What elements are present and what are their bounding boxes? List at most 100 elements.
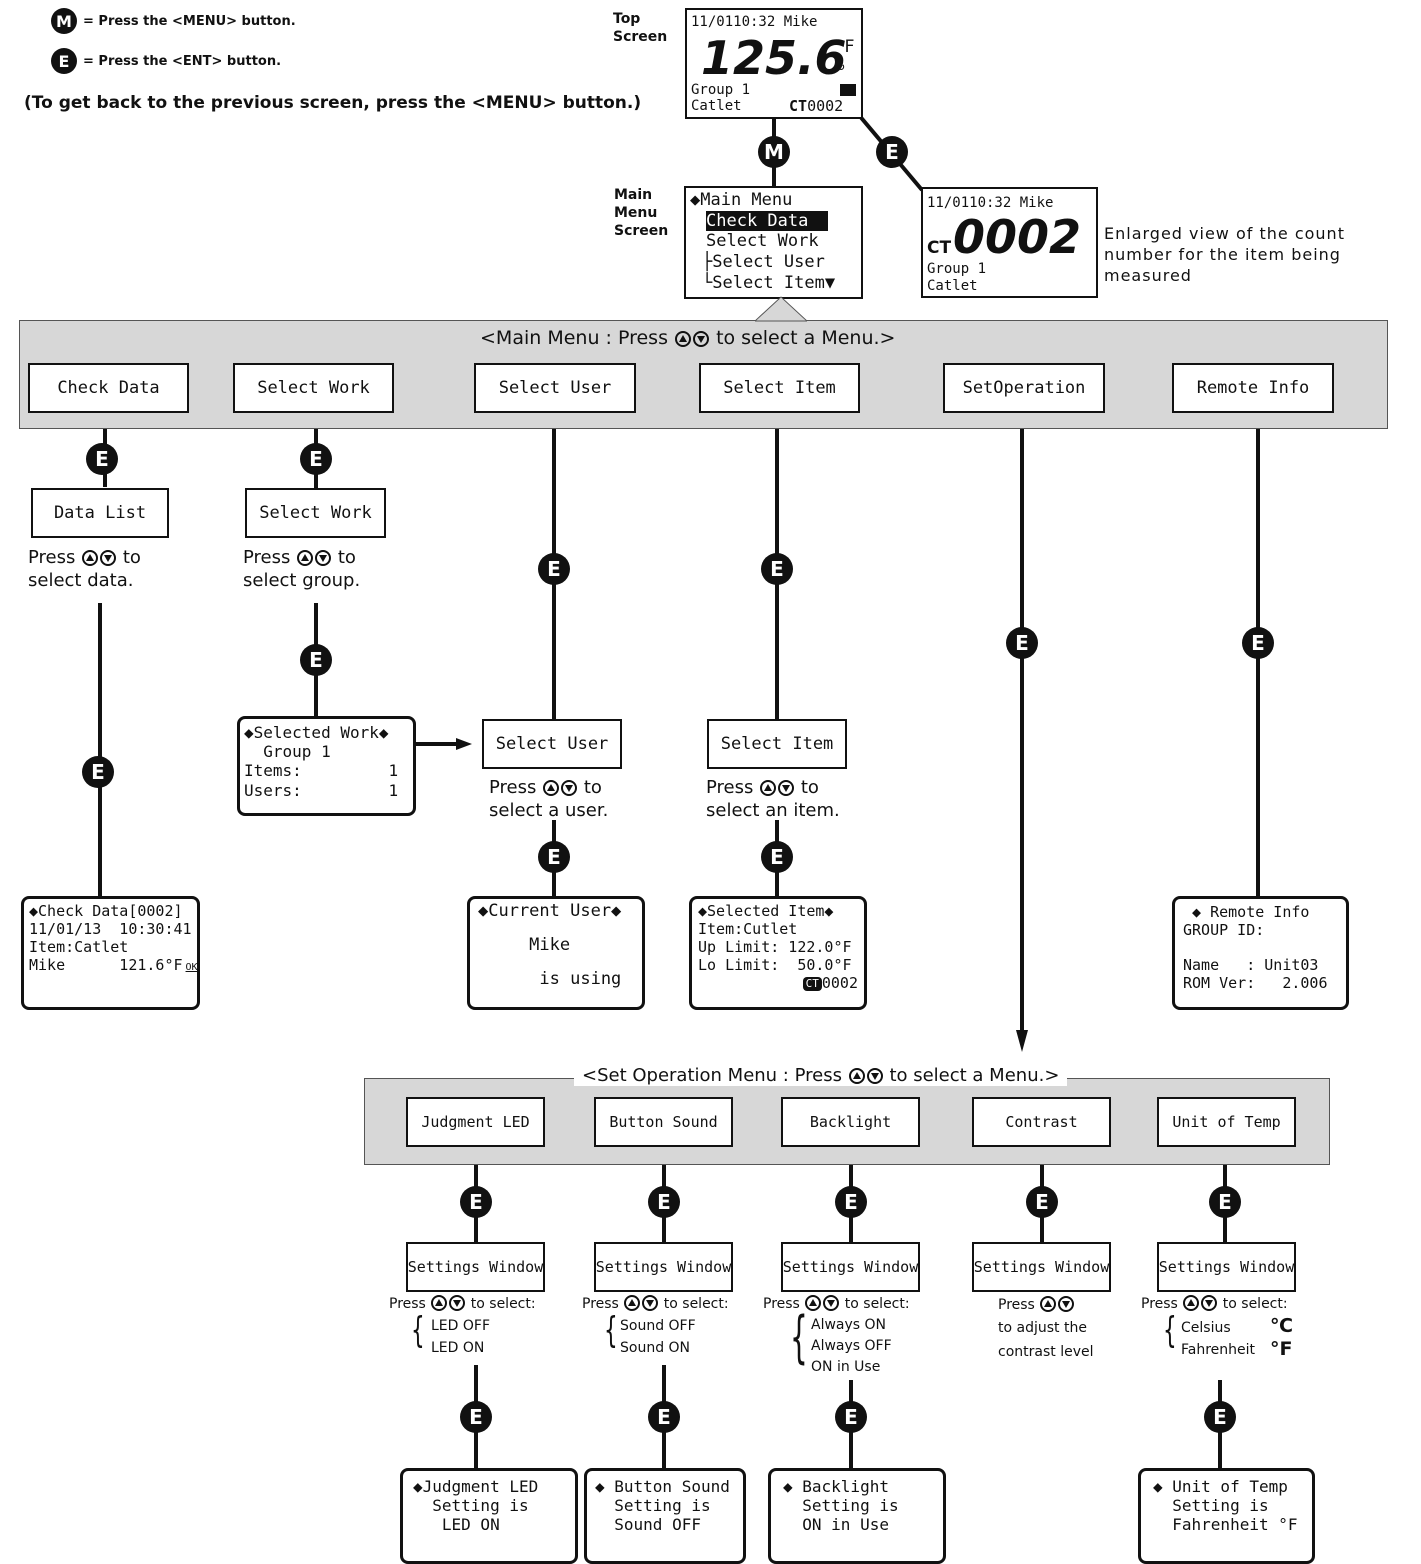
back-note: (To get back to the previous screen, pre… xyxy=(24,93,642,113)
option-celsius: Celsius xyxy=(1181,1320,1231,1336)
top-screen-label-line1: Top xyxy=(613,11,641,27)
note-to-select: to select: xyxy=(470,1296,536,1312)
e-node-icon: E xyxy=(1006,627,1038,659)
e-node-icon: E xyxy=(538,841,570,873)
select-item-box: Select Item xyxy=(707,719,847,769)
note-to-select: to select: xyxy=(1222,1296,1288,1312)
top-item: Catlet xyxy=(691,98,742,114)
check-data-screen-text: ◆Check Data[0002] 11/01/13 10:30:41 Item… xyxy=(29,902,192,974)
enlarged-ct-label: CT xyxy=(927,238,952,258)
battery-icon xyxy=(840,84,856,96)
main-band-title-after: to select a Menu.> xyxy=(716,327,896,349)
e-node-icon: E xyxy=(300,644,332,676)
down-arrow-icon xyxy=(1201,1295,1218,1311)
sound-select-note: Press to select: xyxy=(582,1294,729,1315)
menu-unit-of-temp[interactable]: Unit of Temp xyxy=(1157,1097,1296,1147)
e-node-icon: E xyxy=(82,756,114,788)
note-line2: select group. xyxy=(243,570,361,592)
note-to: to xyxy=(337,547,356,568)
e-node-icon: E xyxy=(460,1186,492,1218)
up-arrow-icon xyxy=(297,550,314,566)
brace-icon: { xyxy=(1163,1310,1177,1351)
note-line2: select a user. xyxy=(489,800,609,822)
backlight-settings-window: Settings Window xyxy=(781,1242,920,1292)
note-press: Press xyxy=(28,547,76,568)
menu-backlight[interactable]: Backlight xyxy=(781,1097,920,1147)
ok-mark: OK xyxy=(185,962,198,973)
backlight-select-note: Press to select: xyxy=(763,1294,910,1315)
contrast-line2: to adjust the xyxy=(998,1320,1087,1336)
menu-contrast[interactable]: Contrast xyxy=(972,1097,1111,1147)
e-node-legend-icon: E xyxy=(51,48,77,74)
menu-select-item[interactable]: Select Item xyxy=(699,363,860,413)
menu-select-work[interactable]: Select Work xyxy=(233,363,394,413)
set-band-title: <Set Operation Menu : Press to select a … xyxy=(574,1065,1068,1086)
note-to: to xyxy=(122,547,141,568)
e-node-icon: E xyxy=(1204,1401,1236,1433)
menu-remote-info[interactable]: Remote Info xyxy=(1172,363,1334,413)
main-menu-line3: Select Work xyxy=(706,231,819,252)
e-node-icon: E xyxy=(1209,1186,1241,1218)
celsius-symbol: ℃ xyxy=(1270,1315,1294,1337)
menu-check-data[interactable]: Check Data xyxy=(28,363,189,413)
e-node-icon: E xyxy=(86,443,118,475)
led-settings-window: Settings Window xyxy=(406,1242,545,1292)
main-menu-line5: └Select Item▼ xyxy=(702,272,836,293)
set-band-title-after: to select a Menu.> xyxy=(889,1065,1060,1086)
note-to-select: to select: xyxy=(844,1296,910,1312)
temp-select-note: Press to select: xyxy=(1141,1294,1288,1315)
selected-work-screen: ◆Selected Work◆ Group 1 Items: 1 Users: … xyxy=(237,716,416,816)
up-arrow-icon xyxy=(1040,1296,1057,1312)
main-label-line2: Menu xyxy=(614,205,658,222)
top-ct-count: 0002 xyxy=(807,97,844,115)
e-node-icon: E xyxy=(648,1186,680,1218)
top-screen-label-line2: Screen xyxy=(613,29,668,46)
select-user-box: Select User xyxy=(482,719,622,769)
note-press: Press xyxy=(998,1297,1035,1313)
menu-select-user[interactable]: Select User xyxy=(474,363,636,413)
note-press: Press xyxy=(1141,1296,1178,1312)
set-band-title-before: <Set Operation Menu : Press xyxy=(582,1065,842,1086)
menu-button-sound[interactable]: Button Sound xyxy=(594,1097,733,1147)
band-pointer xyxy=(755,296,807,322)
menu-set-operation[interactable]: SetOperation xyxy=(943,363,1105,413)
note-to: to xyxy=(800,777,819,798)
temp-result-screen: ◆ Unit of Temp Setting is Fahrenheit °F xyxy=(1138,1468,1315,1564)
option-always-off: Always OFF xyxy=(811,1338,892,1354)
note-to-select: to select: xyxy=(663,1296,729,1312)
contrast-settings-window: Settings Window xyxy=(972,1242,1111,1292)
menu-judgment-led[interactable]: Judgment LED xyxy=(406,1097,545,1147)
e-node-icon: E xyxy=(835,1401,867,1433)
main-menu-selected-line: Check Data xyxy=(706,210,829,231)
temp-settings-window: Settings Window xyxy=(1157,1242,1296,1292)
e-node-icon: E xyxy=(300,443,332,475)
e-node-icon: E xyxy=(761,553,793,585)
top-group: Group 1 xyxy=(691,82,751,98)
legend-e-text: = Press the <ENT> button. xyxy=(83,54,282,69)
down-arrow-icon xyxy=(1058,1296,1075,1312)
up-arrow-icon xyxy=(805,1295,822,1311)
note-press: Press xyxy=(763,1296,800,1312)
e-node-icon: E xyxy=(1026,1186,1058,1218)
brace-icon: { xyxy=(790,1305,808,1370)
option-always-on: Always ON xyxy=(811,1317,887,1333)
temp-symbols: ℃°F xyxy=(1270,1315,1293,1361)
top-screen-display: 11/0110:32 Mike 125.6 °F ↻ Group 1 Catle… xyxy=(685,8,863,119)
enlarged-group: Group 1 xyxy=(927,261,987,277)
e-node-icon: E xyxy=(1242,627,1274,659)
repeat-icon: ↻ xyxy=(837,59,845,74)
top-datetime-user: 11/0110:32 Mike xyxy=(691,14,818,30)
led-select-note: Press to select: xyxy=(389,1294,536,1315)
down-arrow-icon xyxy=(642,1295,659,1311)
note-line2: select data. xyxy=(28,570,134,592)
note-line2: select an item. xyxy=(706,800,840,822)
